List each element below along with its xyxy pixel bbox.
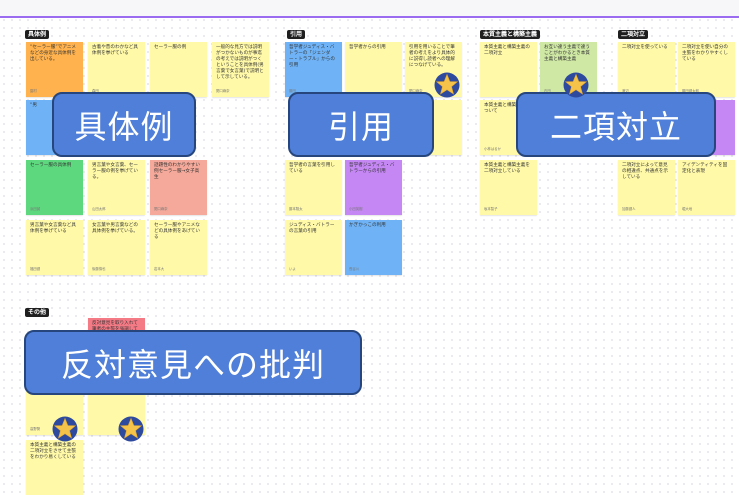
note-text: 話題性のわかりやすい例セーラー服→女子高生 <box>154 163 200 180</box>
note-author: 藤本翔太 <box>289 207 303 211</box>
sticky-note[interactable]: 二項対立によって意見の相違点、共通点を示している加藤健人 <box>618 160 675 215</box>
note-text: 本質主義と構築主義の二項対立 <box>484 45 530 56</box>
note-text: かぎかっこの利用 <box>349 223 386 228</box>
note-text: “セーラー服”でアニメなどの身近な具体例を出している。 <box>30 45 77 62</box>
sticky-note[interactable]: 本質主義と構築主義の二項対立をさせて主張をわかり易くしている <box>26 440 83 495</box>
note-text: 引用を用いることで筆者の考えをより具体的に説得し読者への理解につなげている。 <box>409 45 455 68</box>
frame-label-nikou[interactable]: 二項対立 <box>618 30 649 39</box>
sticky-note[interactable]: 話題性のわかりやすい例セーラー服→女子高生関口麻奈 <box>150 160 207 215</box>
note-text: 二項対立を使い自分の主張をわかりやすくしている <box>682 45 728 62</box>
note-author: 山田太郎 <box>92 207 106 211</box>
star-icon <box>118 416 144 442</box>
sticky-note[interactable]: 哲学者からの引用 <box>345 42 402 97</box>
note-text: 本質主義と構築主義の二項対立をさせて主張をわかり易くしている <box>30 443 76 460</box>
note-author: 福田健 <box>30 267 41 271</box>
frame-label-gutairei[interactable]: 具体例 <box>25 30 50 39</box>
tag-nikou: 二項対立 <box>516 92 716 157</box>
note-text: ジュディス・バトラーの言葉の引用 <box>289 223 335 234</box>
sticky-note[interactable]: セーラー服の例 <box>150 42 207 97</box>
note-author: いよ <box>289 267 296 271</box>
note-text: 男言葉や女言葉、セーラー服の例を挙げている。 <box>92 163 138 180</box>
note-author: 関口麻奈 <box>216 89 230 93</box>
note-author: 堀大地 <box>682 207 693 211</box>
note-text: セーラー服の具体例 <box>30 163 72 168</box>
note-author: 小林はるか <box>484 147 501 151</box>
sticky-note[interactable]: アイデンティティを固定化と表現堀大地 <box>678 160 735 215</box>
note-author: 岩本大 <box>154 267 165 271</box>
sticky-note[interactable]: 哲学者ジュディス・バトラーからの引用小田英樹 <box>345 160 402 215</box>
sticky-note[interactable]: 男言葉や女言葉など具体例を挙げている福田健 <box>26 220 83 275</box>
note-author: 小田英樹 <box>349 207 363 211</box>
note-text: “男 <box>30 103 37 108</box>
sticky-note[interactable]: 本質主義と構築主義の二項対立 <box>480 42 537 97</box>
sticky-note[interactable]: 一般的な見方では説明がつかないものが事迄の考えでは説明がつくということを具体例(… <box>212 42 269 97</box>
note-author: 石田 <box>544 89 551 93</box>
note-text: 古着や昔のわかなど具体例を挙げている <box>92 45 138 56</box>
note-text: 男言葉や女言葉など具体例を挙げている <box>30 223 76 234</box>
frame-label-honshitsu[interactable]: 本質主義と構築主義 <box>480 30 541 39</box>
sticky-note[interactable]: ジュディス・バトラーの言葉の引用いよ <box>285 220 342 275</box>
note-text: アイデンティティを固定化と表現 <box>682 163 728 174</box>
note-author: 園村 <box>30 89 37 93</box>
tag-inyo: 引用 <box>288 92 434 157</box>
sticky-note[interactable]: 女言葉や男言葉などの具体例を挙げている。後藤慎也 <box>88 220 145 275</box>
sticky-note[interactable]: 本質主義と構築主義を二項対立している坂本智子 <box>480 160 537 215</box>
note-author: 藤田 <box>289 89 296 93</box>
note-author: 長谷川 <box>349 267 360 271</box>
tag-gutairei: 具体例 <box>52 92 196 157</box>
note-author: 加藤健人 <box>622 207 636 211</box>
sticky-note[interactable]: セーラー服の具体例浜田誠 <box>26 160 83 215</box>
note-author: 関口麻奈 <box>409 89 423 93</box>
sticky-note[interactable]: かぎかっこの利用長谷川 <box>345 220 402 275</box>
tag-hantai: 反対意見への批判 <box>24 330 362 395</box>
note-text: 本質主義と構築主義を二項対立している <box>484 163 530 174</box>
note-author: 後藤慎也 <box>92 267 106 271</box>
top-toolbar <box>0 0 739 18</box>
sticky-note[interactable]: 二項対立を使い自分の主張をわかりやすくしている藤田健太郎 <box>678 42 735 97</box>
note-author: 藤田健太郎 <box>682 89 699 93</box>
note-author: 渡辺 <box>622 89 629 93</box>
note-author: 坂本智子 <box>484 207 498 211</box>
note-text: セーラー服の例 <box>154 45 187 50</box>
note-text: お互い違う主義で違うことがわかるとき本質主義と構築主義 <box>544 45 590 62</box>
sticky-note[interactable]: 二項対立を使っている渡辺 <box>618 42 675 97</box>
note-text: 哲学者からの引用 <box>349 45 386 50</box>
note-text: 二項対立を使っている <box>622 45 668 50</box>
frame-label-inyo[interactable]: 引用 <box>287 30 306 39</box>
note-text: 一般的な見方では説明がつかないものが事迄の考えでは説明がつくということを具体例(… <box>216 45 264 80</box>
sticky-note[interactable]: “セーラー服”でアニメなどの身近な具体例を出している。園村 <box>26 42 83 97</box>
sticky-note[interactable]: 古着や昔のわかなど具体例を挙げている森田 <box>88 42 145 97</box>
sticky-note[interactable]: 哲学者ジュディス・バトラーの「ジェンダー・トラブル」からの引用藤田 <box>285 42 342 97</box>
note-author: 森田 <box>92 89 99 93</box>
note-author: 高野葵 <box>30 427 41 431</box>
star-icon <box>434 72 460 98</box>
note-author: 浜田誠 <box>30 207 41 211</box>
star-icon <box>52 416 78 442</box>
sticky-note[interactable]: 男言葉や女言葉、セーラー服の例を挙げている。山田太郎 <box>88 160 145 215</box>
note-text: 哲学者ジュディス・バトラーの「ジェンダー・トラブル」からの引用 <box>289 45 335 68</box>
star-icon <box>563 72 589 98</box>
note-author: 関口麻奈 <box>154 207 168 211</box>
frame-label-sonota[interactable]: その他 <box>25 308 50 317</box>
note-text: 哲学者ジュディス・バトラーからの引用 <box>349 163 395 174</box>
note-text: 女言葉や男言葉などの具体例を挙げている。 <box>92 223 138 234</box>
sticky-note[interactable]: 哲学者の言葉を引用している藤本翔太 <box>285 160 342 215</box>
note-text: 哲学者の言葉を引用している <box>289 163 335 174</box>
note-text: 本質主義と構築主義について <box>484 103 530 114</box>
note-text: 二項対立によって意見の相違点、共通点を示している <box>622 163 668 180</box>
sticky-note[interactable]: セーラー服やアニメなどの具体例をあげている岩本大 <box>150 220 207 275</box>
note-text: セーラー服やアニメなどの具体例をあげている <box>154 223 200 240</box>
